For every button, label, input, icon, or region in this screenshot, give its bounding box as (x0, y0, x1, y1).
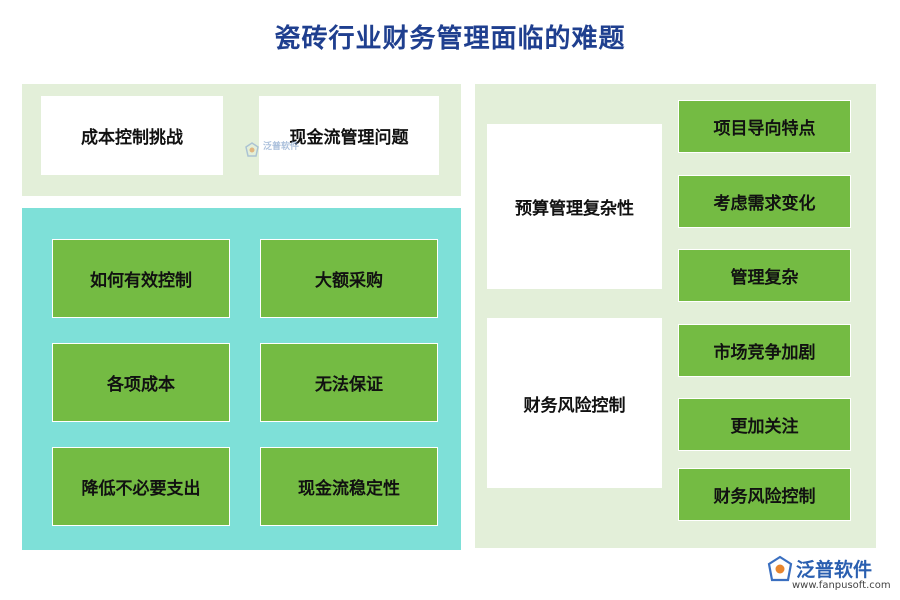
risk-control-box: 财务风险控制 (678, 468, 851, 521)
various-costs-box: 各项成本 (52, 343, 230, 422)
brand-logo: 泛普软件 www.fanpusoft.com (766, 553, 896, 597)
cannot-guarantee-box: 无法保证 (260, 343, 438, 422)
market-competition-box: 市场竞争加剧 (678, 324, 851, 377)
budget-complexity-box: 预算管理复杂性 (487, 124, 662, 289)
complex-management-box: 管理复杂 (678, 249, 851, 302)
cashflow-management-box: 现金流管理问题 (259, 96, 439, 175)
page-title: 瓷砖行业财务管理面临的难题 (274, 24, 626, 54)
more-attention-box: 更加关注 (678, 398, 851, 451)
logo-name: 泛普软件 (796, 559, 873, 581)
effective-control-box: 如何有效控制 (52, 239, 230, 318)
financial-risk-box: 财务风险控制 (487, 318, 662, 488)
cost-control-challenge-box: 成本控制挑战 (41, 96, 223, 175)
watermark-text: 泛普软件 (263, 142, 300, 152)
project-oriented-box: 项目导向特点 (678, 100, 851, 153)
large-procurement-box: 大额采购 (260, 239, 438, 318)
watermark: 泛普软件 (244, 140, 324, 160)
cashflow-stability-box: 现金流稳定性 (260, 447, 438, 526)
demand-change-box: 考虑需求变化 (678, 175, 851, 228)
logo-url: www.fanpusoft.com (792, 580, 891, 591)
fanpu-logo-icon (767, 555, 793, 582)
reduce-spending-box: 降低不必要支出 (52, 447, 230, 526)
fanpu-logo-icon (245, 142, 259, 157)
